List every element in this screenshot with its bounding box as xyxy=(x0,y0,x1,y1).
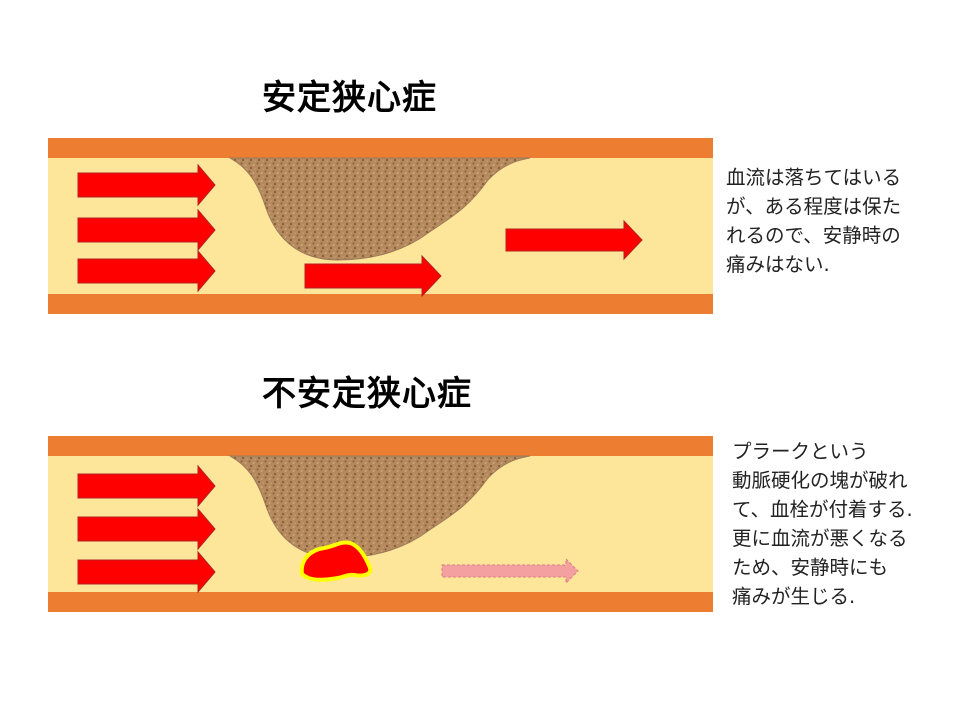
note-line: 血流は落ちてはいる xyxy=(726,166,902,189)
unstable-angina-note: プラークという 動脈硬化の塊が破れ て、血栓が付着する. 更に血流が悪くなる た… xyxy=(732,437,958,611)
unstable-angina-vessel xyxy=(48,436,713,612)
blood-flow-arrow xyxy=(77,464,216,508)
note-line: ため、安静時にも xyxy=(732,556,889,579)
vessel-wall-bottom xyxy=(48,294,713,314)
note-line: が、ある程度は保た xyxy=(726,195,902,218)
note-line: 痛みが生じる. xyxy=(732,585,856,608)
blood-flow-arrow xyxy=(77,550,216,594)
note-line: れるので、安静時の xyxy=(726,224,901,247)
blood-flow-arrow xyxy=(77,507,216,551)
blood-flow-arrow-weak xyxy=(441,557,579,585)
vessel-wall-top xyxy=(48,138,713,158)
note-line: 痛みはない. xyxy=(726,253,830,276)
stable-angina-title: 安定狭心症 xyxy=(262,78,437,118)
unstable-angina-title: 不安定狭心症 xyxy=(262,374,472,414)
vessel-wall-top xyxy=(48,436,713,456)
thrombus xyxy=(299,540,373,582)
note-line: 動脈硬化の塊が破れ xyxy=(732,469,908,492)
vessel-wall-bottom xyxy=(48,592,713,612)
stable-angina-note: 血流は落ちてはいる が、ある程度は保た れるので、安静時の 痛みはない. xyxy=(726,163,951,279)
note-line: 更に血流が悪くなる xyxy=(732,527,908,550)
blood-flow-arrow-distal xyxy=(505,219,643,261)
blood-flow-arrow xyxy=(77,249,216,293)
blood-flow-arrow xyxy=(77,208,216,252)
plaque xyxy=(228,157,531,261)
plaque xyxy=(228,455,531,559)
stable-angina-vessel xyxy=(48,138,713,314)
blood-flow-arrow-reduced xyxy=(304,254,442,298)
blood-flow-arrow xyxy=(77,163,216,207)
note-line: プラークという xyxy=(732,440,869,463)
note-line: て、血栓が付着する. xyxy=(732,498,913,521)
